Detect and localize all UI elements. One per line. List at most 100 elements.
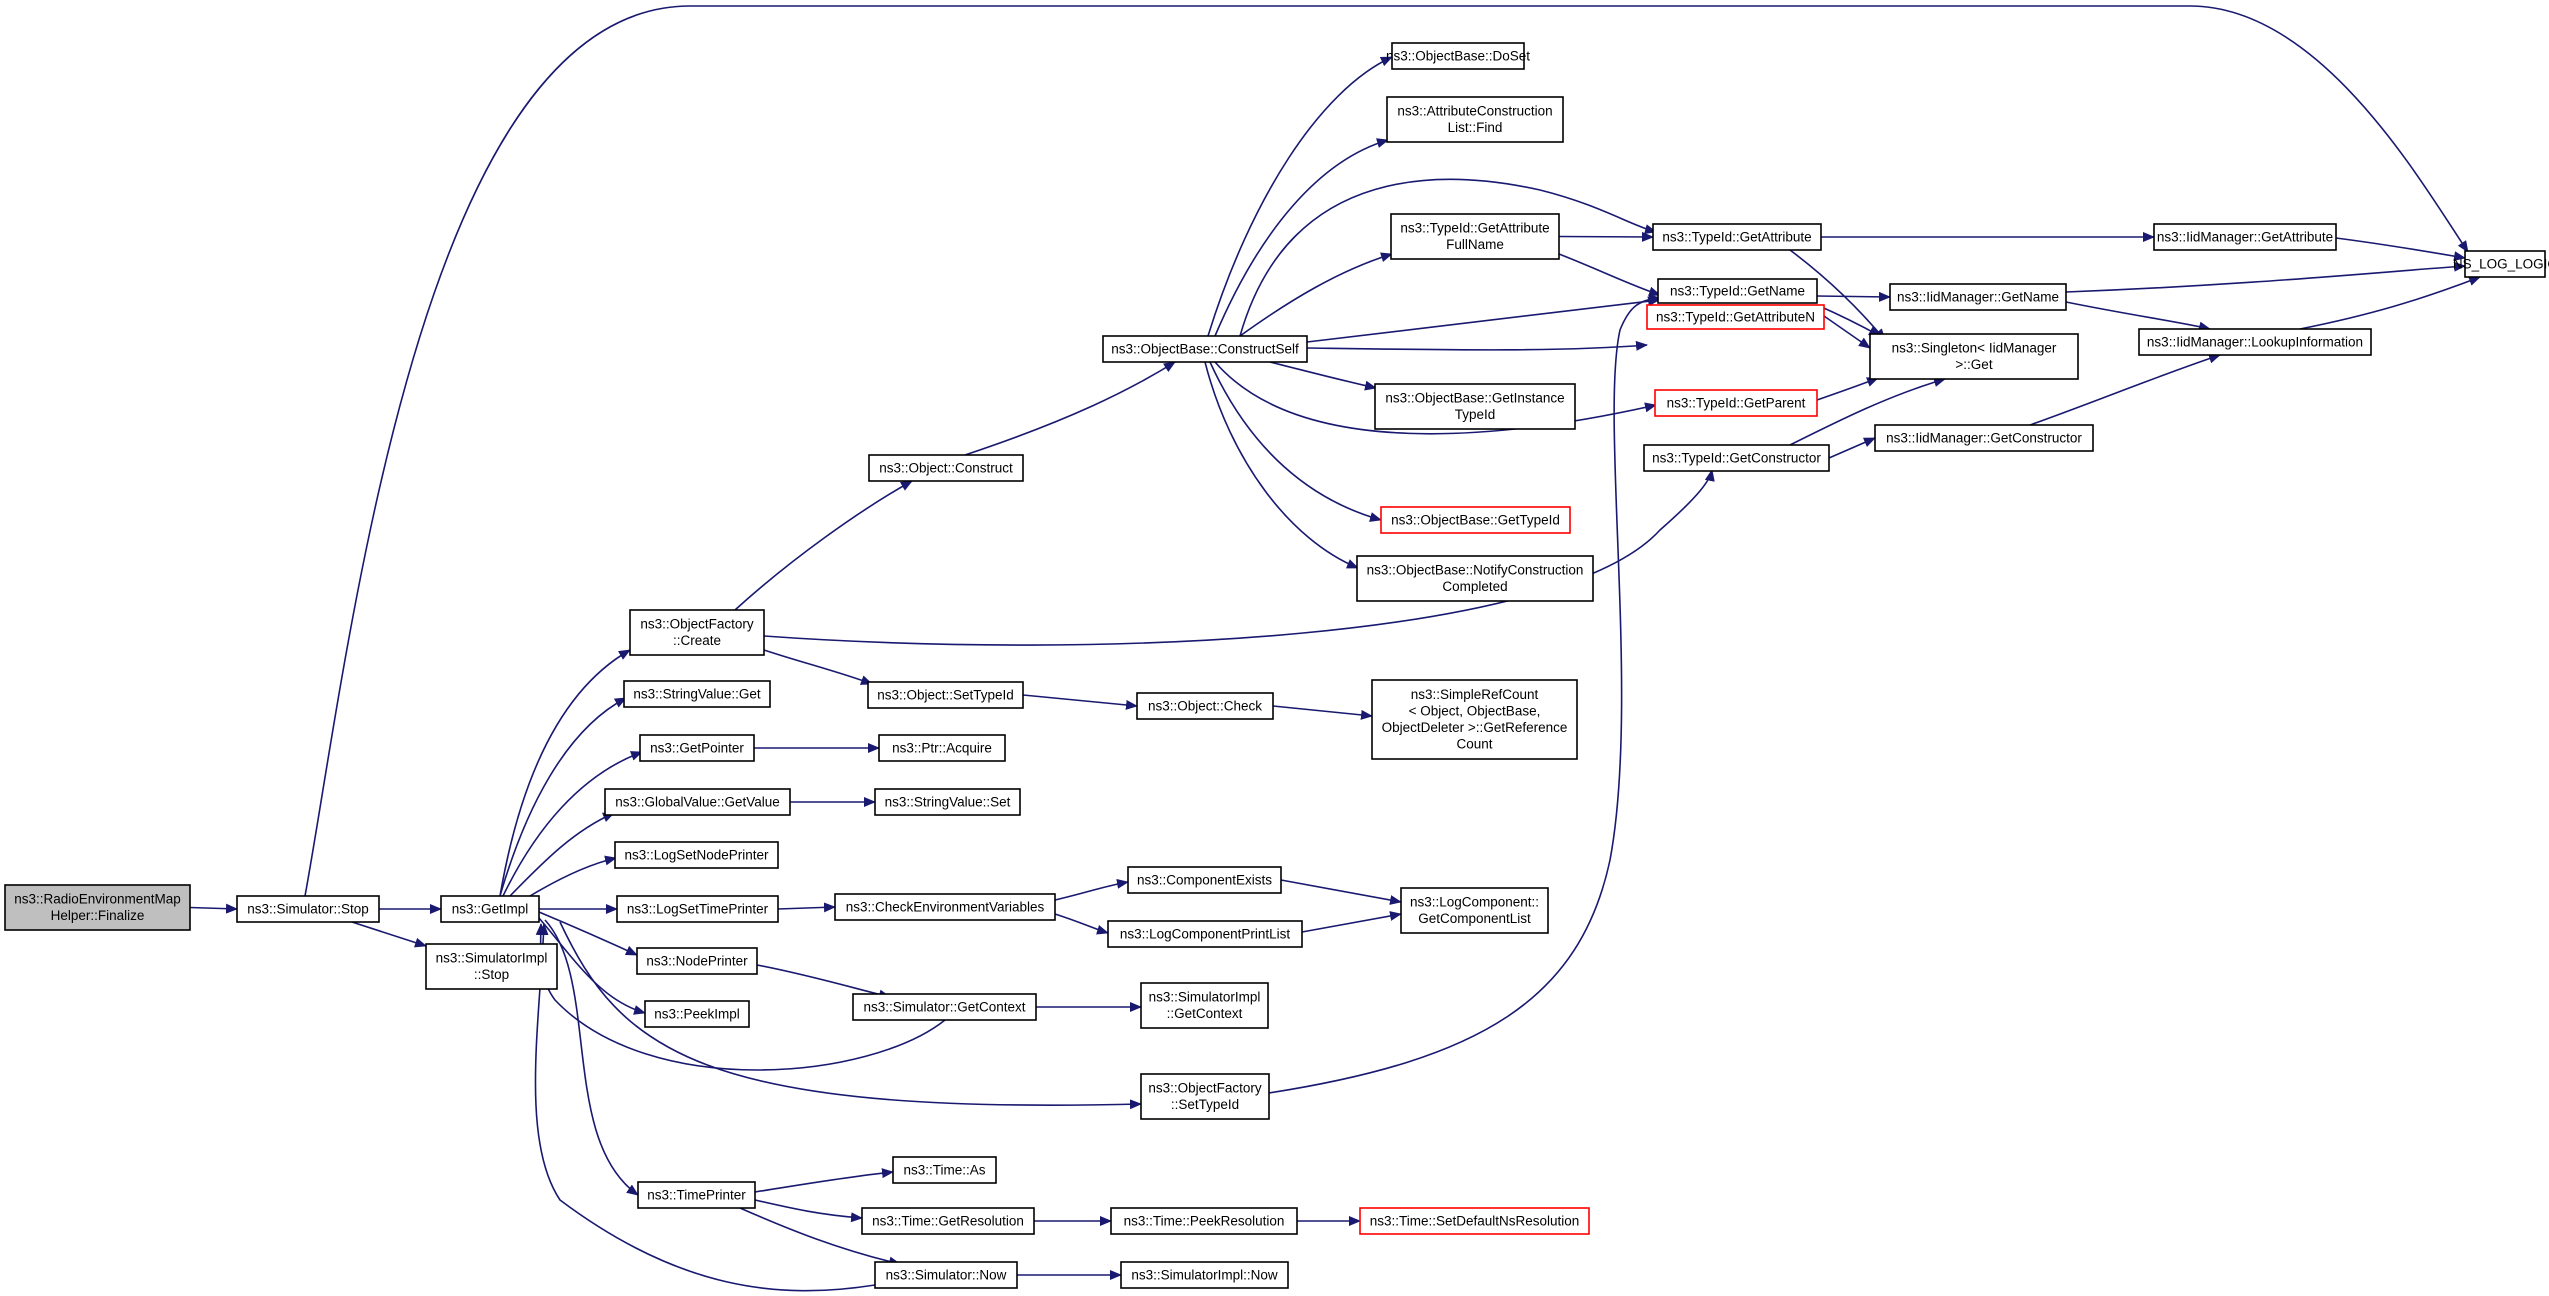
edge-tidgetattrfull-tidgetname xyxy=(1558,253,1661,297)
node-simplerefcount[interactable]: ns3::SimpleRefCount< Object, ObjectBase,… xyxy=(1371,679,1578,760)
node-timeprinter[interactable]: ns3::TimePrinter xyxy=(637,1181,756,1209)
node-timegetres[interactable]: ns3::Time::GetResolution xyxy=(861,1207,1035,1235)
node-objcheck[interactable]: ns3::Object::Check xyxy=(1136,692,1274,720)
node-label: NS_LOG_LOGIC xyxy=(2453,256,2549,271)
node-box xyxy=(1391,42,1525,70)
node-simstop[interactable]: ns3::Simulator::Stop xyxy=(236,895,380,923)
node-singleton[interactable]: ns3::Singleton< IidManager>::Get xyxy=(1869,333,2079,380)
node-box xyxy=(1400,887,1549,934)
edge-getimpl-nodeprinter xyxy=(538,911,638,956)
node-box xyxy=(1127,866,1282,894)
node-box xyxy=(1390,213,1560,260)
node-simgetctx[interactable]: ns3::Simulator::GetContext xyxy=(852,993,1037,1021)
node-ptracquire[interactable]: ns3::Ptr::Acquire xyxy=(878,734,1006,762)
edge-ofcreate-tidgetcons xyxy=(763,469,1715,646)
node-tidgetattrn[interactable]: ns3::TypeId::GetAttributeN xyxy=(1646,304,1825,330)
node-objconstruct[interactable]: ns3::Object::Construct xyxy=(868,454,1024,482)
node-label: ns3::Time::GetResolution xyxy=(872,1213,1024,1228)
node-iidgetcons[interactable]: ns3::IidManager::GetConstructor xyxy=(1874,424,2094,452)
node-label: ns3::Simulator::GetContext xyxy=(863,999,1025,1014)
node-label: ns3::IidManager::LookupInformation xyxy=(2147,334,2363,349)
node-objsettypeid[interactable]: ns3::Object::SetTypeId xyxy=(867,681,1024,709)
node-peekimpl[interactable]: ns3::PeekImpl xyxy=(644,1000,750,1028)
node-label: ns3::ComponentExists xyxy=(1137,872,1272,887)
node-simimplstop[interactable]: ns3::SimulatorImpl::Stop xyxy=(425,943,558,990)
node-label: ns3::StringValue::Get xyxy=(633,686,761,701)
node-logcompprint[interactable]: ns3::LogComponentPrintList xyxy=(1107,920,1303,948)
node-box xyxy=(1646,304,1825,330)
node-timesetdefault[interactable]: ns3::Time::SetDefaultNsResolution xyxy=(1359,1207,1590,1235)
node-box xyxy=(236,895,380,923)
edge-compexists-logcompgetlist xyxy=(1280,879,1402,905)
node-tidgetattr[interactable]: ns3::TypeId::GetAttribute xyxy=(1652,223,1822,251)
node-box xyxy=(614,841,779,869)
node-simimplgetctx[interactable]: ns3::SimulatorImpl::GetContext xyxy=(1140,982,1269,1029)
node-getimpl[interactable]: ns3::GetImpl xyxy=(440,895,540,923)
node-simimplnow[interactable]: ns3::SimulatorImpl::Now xyxy=(1120,1261,1289,1289)
node-nslog[interactable]: NS_LOG_LOGIC xyxy=(2453,250,2549,278)
node-label: ns3::RadioEnvironmentMap xyxy=(14,892,181,907)
node-label: ns3::Time::As xyxy=(903,1162,985,1177)
node-box xyxy=(1643,444,1830,472)
node-label: ns3::Simulator::Now xyxy=(886,1267,1007,1282)
node-label: ns3::TypeId::GetParent xyxy=(1667,395,1806,410)
node-simnow[interactable]: ns3::Simulator::Now xyxy=(874,1261,1018,1289)
node-svset[interactable]: ns3::StringValue::Set xyxy=(874,788,1021,816)
node-checkenv[interactable]: ns3::CheckEnvironmentVariables xyxy=(834,893,1056,921)
node-timeas[interactable]: ns3::Time::As xyxy=(892,1156,997,1184)
node-nodeprinter[interactable]: ns3::NodePrinter xyxy=(636,947,758,975)
edge-tidgetname-iidgetname xyxy=(1816,291,1891,302)
node-timepeekres[interactable]: ns3::Time::PeekResolution xyxy=(1110,1207,1298,1235)
node-box xyxy=(644,1000,750,1028)
node-ofsettypeid[interactable]: ns3::ObjectFactory::SetTypeId xyxy=(1140,1073,1270,1120)
node-label: Completed xyxy=(1442,579,1507,594)
node-box xyxy=(1380,506,1571,534)
node-obdoset[interactable]: ns3::ObjectBase::DoSet xyxy=(1386,42,1530,70)
node-label: Count xyxy=(1456,737,1492,752)
node-logsettime[interactable]: ns3::LogSetTimePrinter xyxy=(616,895,779,923)
node-label: < Object, ObjectBase, xyxy=(1409,704,1541,719)
node-tidgetname[interactable]: ns3::TypeId::GetName xyxy=(1657,278,1818,304)
node-logsetnode[interactable]: ns3::LogSetNodePrinter xyxy=(614,841,779,869)
edge-simnow-getimpl xyxy=(534,923,876,1292)
node-label: ns3::Object::SetTypeId xyxy=(877,687,1014,702)
node-box xyxy=(440,895,540,923)
node-label: ::SetTypeId xyxy=(1171,1097,1239,1112)
node-box xyxy=(834,893,1056,921)
node-label: TypeId xyxy=(1455,407,1496,422)
node-svget[interactable]: ns3::StringValue::Get xyxy=(623,680,771,708)
node-label: ns3::IidManager::GetAttribute xyxy=(2157,229,2333,244)
edge-tidgetcons-singleton xyxy=(1789,377,1946,446)
node-label: ns3::SimpleRefCount xyxy=(1411,687,1539,702)
edge-rem-simstop xyxy=(189,903,238,914)
node-logcompgetlist[interactable]: ns3::LogComponent::GetComponentList xyxy=(1400,887,1549,934)
node-box xyxy=(616,895,779,923)
node-box xyxy=(1371,679,1578,760)
node-obconstructself[interactable]: ns3::ObjectBase::ConstructSelf xyxy=(1102,335,1308,363)
node-gvgetvalue[interactable]: ns3::GlobalValue::GetValue xyxy=(604,788,791,816)
node-iidgetattr[interactable]: ns3::IidManager::GetAttribute xyxy=(2153,223,2337,251)
node-compexists[interactable]: ns3::ComponentExists xyxy=(1127,866,1282,894)
edge-obcs-obgetinstance xyxy=(1269,361,1377,391)
edge-iidgetname-iidlookup xyxy=(2065,301,2211,332)
node-iidlookup[interactable]: ns3::IidManager::LookupInformation xyxy=(2138,328,2372,356)
node-obnotify[interactable]: ns3::ObjectBase::NotifyConstructionCompl… xyxy=(1356,555,1594,602)
node-label: ns3::LogComponentPrintList xyxy=(1120,926,1291,941)
edge-getimpl-peekimpl xyxy=(538,917,646,1015)
node-ofcreate[interactable]: ns3::ObjectFactory::Create xyxy=(629,609,765,656)
edge-simstop-nslog xyxy=(304,5,2469,897)
edge-iidgetattr-nslog xyxy=(2335,237,2466,262)
edge-objsettypeid-objcheck xyxy=(1022,694,1138,710)
edge-ofcreate-objconstruct xyxy=(734,480,913,611)
node-tidgetparent[interactable]: ns3::TypeId::GetParent xyxy=(1654,389,1818,417)
edge-obcs-obnotify xyxy=(1204,361,1359,569)
node-iidgetname[interactable]: ns3::IidManager::GetName xyxy=(1889,283,2067,311)
node-obgettypeid[interactable]: ns3::ObjectBase::GetTypeId xyxy=(1380,506,1571,534)
edge-getimpl-timeprinter xyxy=(544,919,639,1196)
node-getpointer[interactable]: ns3::GetPointer xyxy=(639,734,755,762)
node-tidgetcons[interactable]: ns3::TypeId::GetConstructor xyxy=(1643,444,1830,472)
